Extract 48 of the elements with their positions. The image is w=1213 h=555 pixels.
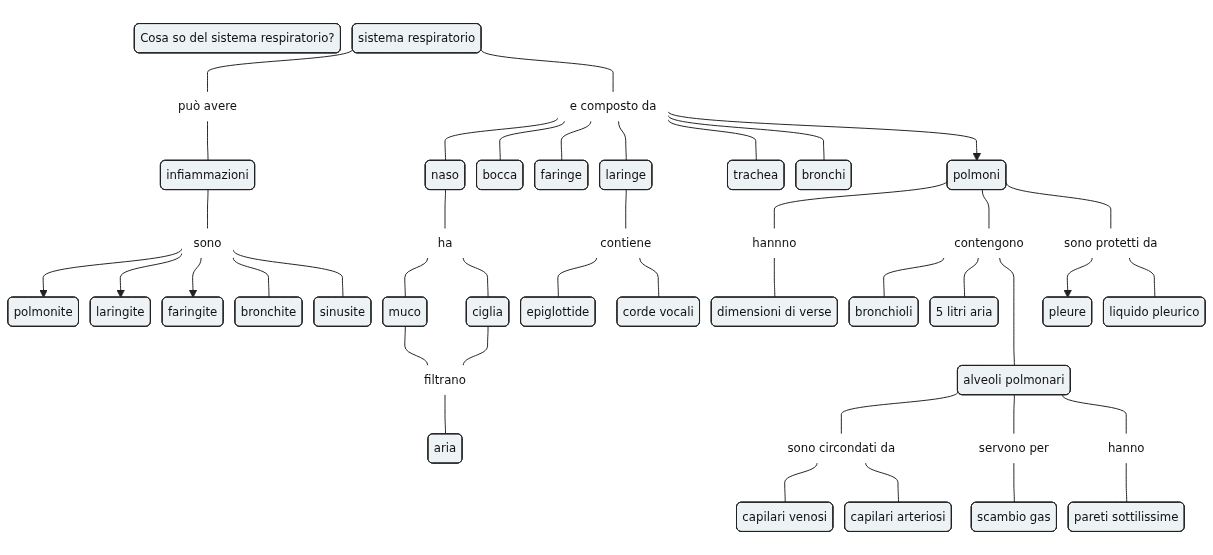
- connector: [557, 257, 598, 298]
- connector: [963, 257, 979, 298]
- connector: [232, 257, 270, 298]
- connector: [625, 189, 627, 230]
- node-text: contiene: [600, 236, 652, 251]
- connector: [865, 462, 899, 504]
- connector: [999, 257, 1015, 367]
- node-text: può avere: [178, 99, 237, 114]
- node-text: sono: [193, 236, 222, 251]
- node-text: sono protetti da: [1064, 236, 1158, 251]
- connector: [1013, 462, 1015, 504]
- connector: [560, 120, 592, 162]
- connector: [1062, 394, 1127, 435]
- node-text: servono per: [978, 441, 1049, 456]
- connector: [444, 189, 446, 230]
- connector: [232, 249, 344, 298]
- connector: [404, 257, 429, 298]
- node-text: hannno: [752, 236, 797, 251]
- connector: [639, 257, 660, 298]
- connector: [462, 326, 489, 366]
- connector: [1005, 182, 1112, 230]
- node-text: ha: [437, 236, 453, 251]
- connector: [207, 189, 209, 230]
- connector: [444, 394, 446, 435]
- connector: [1013, 394, 1015, 435]
- connector: [462, 257, 489, 298]
- connector: [618, 120, 627, 162]
- node-text: e composto da: [569, 99, 657, 114]
- connector: [207, 120, 209, 162]
- node-text: contengono: [954, 236, 1024, 251]
- node-text: filtrano: [424, 373, 466, 387]
- connector: [1125, 462, 1128, 504]
- connector: [444, 117, 559, 162]
- connector: [499, 120, 565, 162]
- connector: [404, 326, 429, 366]
- connector: [773, 257, 776, 298]
- connector: [784, 462, 818, 504]
- connector: [981, 189, 990, 230]
- connector: [773, 179, 948, 230]
- connector: [667, 115, 825, 162]
- connector: [207, 48, 354, 93]
- connector: [840, 391, 959, 435]
- connector: [1128, 257, 1156, 298]
- connector: [883, 257, 945, 298]
- node-text: sono circondati da: [787, 441, 896, 456]
- node-text: hanno: [1107, 441, 1145, 456]
- connector: [480, 49, 614, 93]
- connector: [667, 119, 757, 162]
